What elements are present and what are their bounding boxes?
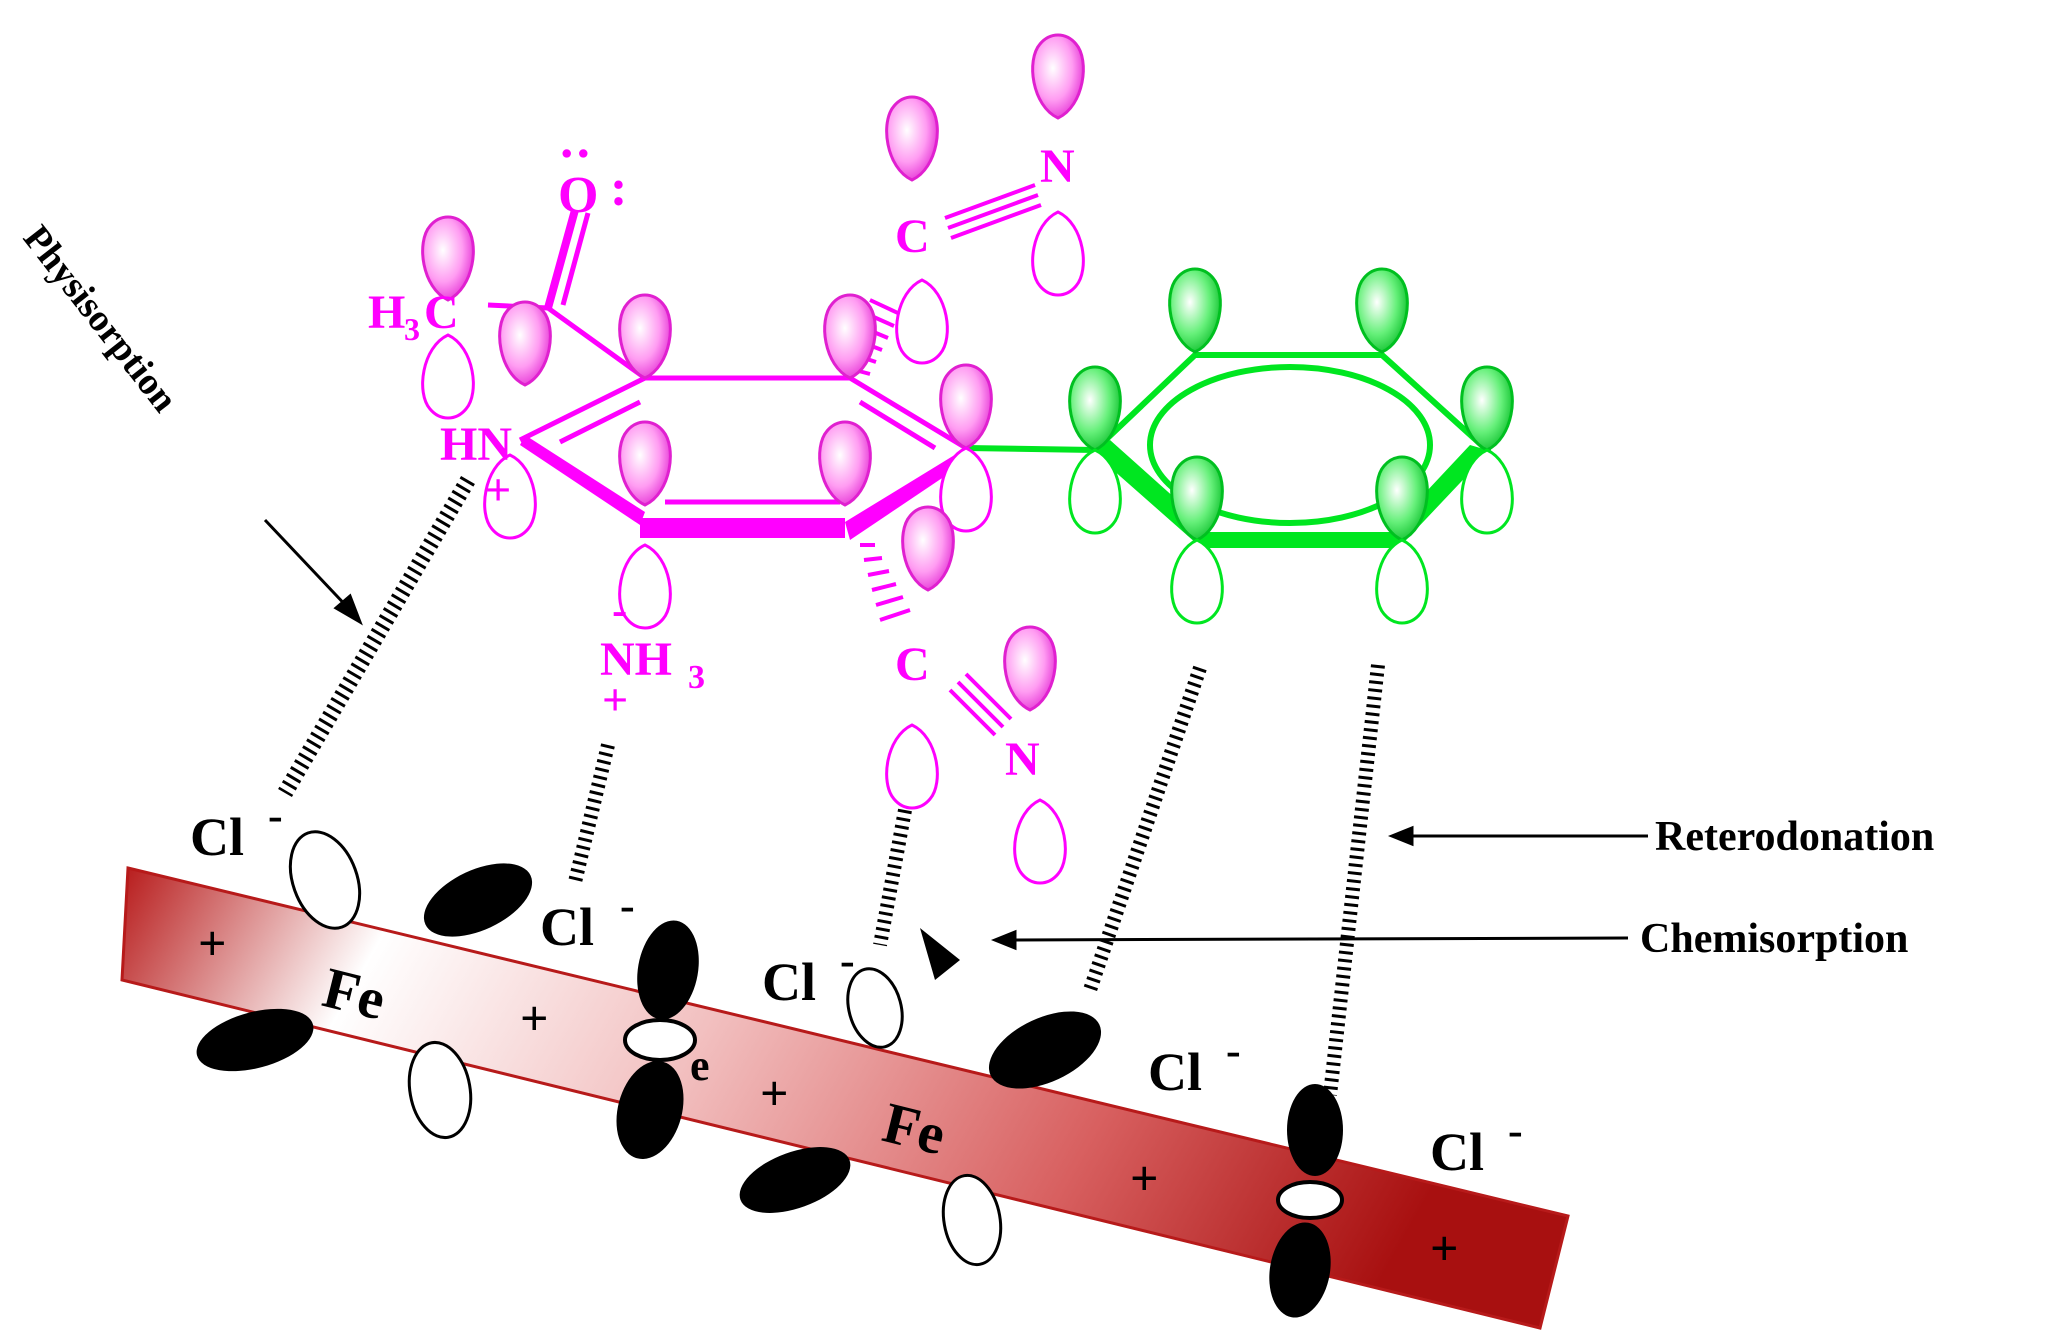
chemisorption-label: Chemisorption <box>1640 916 1908 962</box>
cl-ion-2-charge: - <box>620 881 635 930</box>
interaction-lines <box>278 475 1385 1096</box>
arrows <box>263 518 1648 951</box>
oxygen-lone-pair-right: : <box>610 160 627 217</box>
surface-plus-4: + <box>1130 1150 1159 1206</box>
surface-plus-5: + <box>1430 1220 1459 1276</box>
oxygen-lone-pair-top: : <box>551 145 608 162</box>
cl-ion-2: Cl <box>540 897 594 957</box>
ammonium-plus: + <box>602 674 628 725</box>
surface-orbitals <box>196 830 1344 1318</box>
nitrile-n-top: N <box>1040 140 1075 193</box>
nitrile-bonds <box>944 183 1042 737</box>
cl-ion-3-charge: - <box>840 936 855 985</box>
fe-partial-2: e <box>1300 1211 1320 1260</box>
methyl-sub-label: 3 <box>404 311 420 347</box>
surface-plus-1: + <box>198 915 227 971</box>
cl-ion-4-charge: - <box>1226 1026 1241 1075</box>
pyridine-ring <box>487 208 968 540</box>
fe-partial-1: e <box>690 1041 710 1090</box>
cl-ion-1-charge: - <box>268 791 283 840</box>
nitrile-n-bottom: N <box>1005 733 1040 786</box>
ammonium-label: NH <box>600 633 672 686</box>
ammonium-sub: 3 <box>688 659 705 696</box>
pyridine-orbitals <box>421 33 1085 885</box>
fe-atom-1: Fe <box>317 955 392 1033</box>
pyridinium-n-label: HN <box>440 418 512 471</box>
cl-ion-1: Cl <box>190 807 244 867</box>
phenyl-orbitals <box>1068 267 1514 625</box>
pyridinium-plus: + <box>485 464 511 515</box>
cl-ion-5: Cl <box>1430 1122 1484 1182</box>
methyl-c-label: C <box>424 286 459 339</box>
cl-ion-4: Cl <box>1148 1042 1202 1102</box>
cl-ion-5-charge: - <box>1508 1106 1523 1155</box>
fe-atom-2: Fe <box>877 1090 952 1168</box>
physisorption-label: Physisorption <box>15 218 186 420</box>
reterodonation-label: Reterodonation <box>1655 814 1934 860</box>
nitrile-c-bottom: C <box>895 638 930 691</box>
surface-plus-3: + <box>760 1065 789 1121</box>
methyl-h-label: H <box>368 286 405 339</box>
oxygen-label: O <box>558 167 598 224</box>
metal-surface <box>120 866 1570 1330</box>
nitrile-c-top: C <box>895 210 930 263</box>
surface-plus-2: + <box>520 990 549 1046</box>
cl-ion-3: Cl <box>762 952 816 1012</box>
ammonium-minus: - <box>612 584 627 635</box>
